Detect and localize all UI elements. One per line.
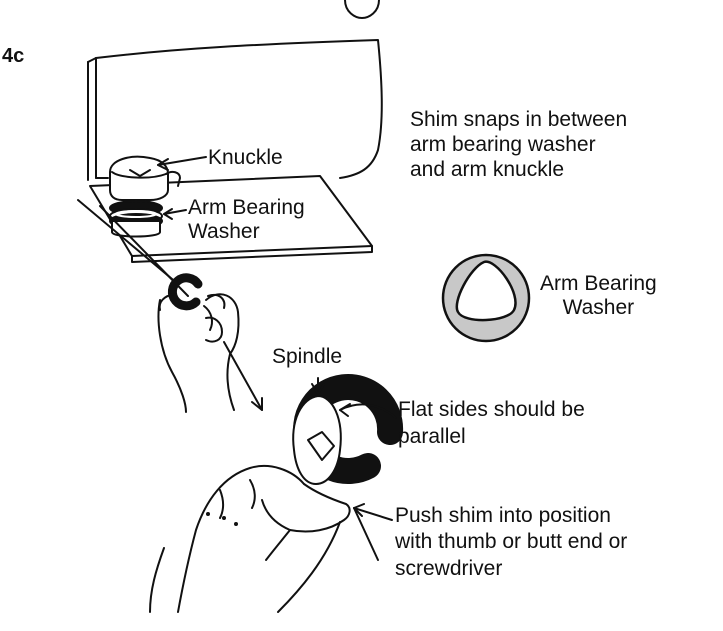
knuckle-label: Knuckle — [208, 146, 283, 169]
washer-leader — [163, 209, 187, 215]
lower-hand — [149, 465, 351, 613]
motion-arrow — [223, 341, 263, 411]
shim-upper — [167, 273, 203, 311]
pointer-line — [353, 507, 379, 561]
knuckle — [109, 155, 181, 201]
flat-sides-label: Flat sides should be parallel — [398, 398, 585, 449]
push-shim-label: Push shim into position with thumb or bu… — [395, 504, 628, 580]
push-shim-leader — [353, 507, 393, 521]
machine-body — [87, 39, 383, 181]
spindle-label: Spindle — [272, 345, 343, 368]
upper-hand — [157, 293, 240, 413]
spindle-assembly — [292, 374, 404, 485]
washer-detail — [441, 253, 531, 343]
knuckle-marks — [206, 512, 238, 526]
washer-stack — [109, 200, 163, 238]
step-number: 4c — [2, 45, 25, 67]
arm-bearing-washer-label: Arm Bearing Washer — [188, 196, 305, 244]
step-circle-fragment — [344, 0, 380, 19]
shim-note: Shim snaps in between arm bearing washer… — [410, 108, 628, 182]
knuckle-leader — [157, 156, 207, 166]
washer-detail-label: Arm Bearing Washer — [540, 272, 657, 320]
